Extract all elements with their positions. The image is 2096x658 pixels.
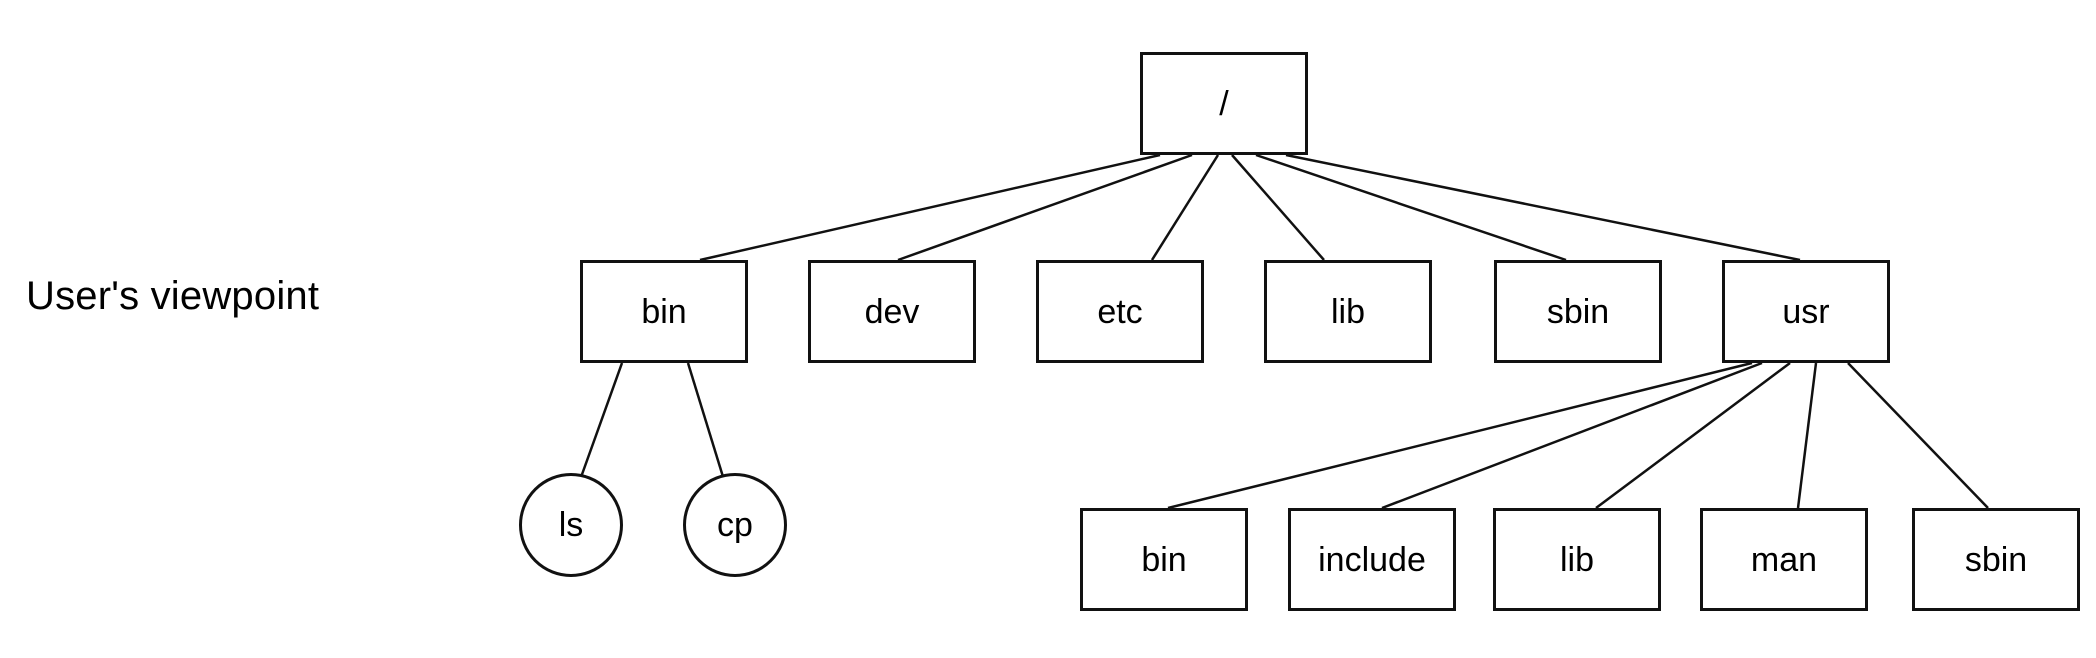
edge-usr-to-usr-lib: [1595, 361, 1791, 510]
node-label-usr-sbin: sbin: [1964, 540, 2028, 579]
node-ls[interactable]: ls: [519, 473, 623, 577]
edge-usr-to-usr-include: [1381, 361, 1763, 510]
node-bin[interactable]: bin: [580, 260, 748, 363]
node-label-usr-include: include: [1318, 540, 1426, 579]
node-label-lib: lib: [1330, 292, 1366, 331]
node-label-root: /: [1219, 84, 1229, 123]
node-label-usr-bin: bin: [1141, 540, 1187, 579]
node-dev[interactable]: dev: [808, 260, 976, 363]
edge-root-to-bin: [699, 153, 1161, 262]
node-label-usr-man: man: [1750, 540, 1818, 579]
node-etc[interactable]: etc: [1036, 260, 1204, 363]
node-label-dev: dev: [864, 292, 920, 331]
edge-root-to-sbin: [1255, 153, 1567, 262]
edge-usr-to-usr-man: [1796, 362, 1818, 509]
edge-root-to-etc: [1150, 154, 1220, 261]
node-sbin[interactable]: sbin: [1494, 260, 1662, 363]
node-label-cp: cp: [717, 506, 753, 544]
node-label-etc: etc: [1097, 292, 1143, 331]
edge-usr-to-usr-bin: [1167, 361, 1753, 510]
node-label-usr-lib: lib: [1559, 540, 1595, 579]
node-usr-include[interactable]: include: [1288, 508, 1456, 611]
node-label-sbin: sbin: [1546, 292, 1610, 331]
node-cp[interactable]: cp: [683, 473, 787, 577]
node-usr[interactable]: usr: [1722, 260, 1890, 363]
node-label-bin: bin: [641, 292, 687, 331]
viewpoint-label: User's viewpoint: [26, 274, 320, 318]
node-lib[interactable]: lib: [1264, 260, 1432, 363]
edge-root-to-dev: [897, 153, 1193, 262]
edge-bin-to-cp: [686, 362, 726, 481]
node-usr-lib[interactable]: lib: [1493, 508, 1661, 611]
edge-root-to-usr: [1285, 153, 1801, 262]
node-usr-bin[interactable]: bin: [1080, 508, 1248, 611]
node-usr-man[interactable]: man: [1700, 508, 1868, 611]
node-usr-sbin[interactable]: sbin: [1912, 508, 2080, 611]
node-label-ls: ls: [558, 506, 584, 544]
edge-root-to-lib: [1231, 154, 1325, 261]
node-label-usr: usr: [1782, 292, 1830, 331]
node-root[interactable]: /: [1140, 52, 1308, 155]
edge-bin-to-ls: [578, 362, 624, 481]
edge-usr-to-usr-sbin: [1847, 362, 1989, 509]
